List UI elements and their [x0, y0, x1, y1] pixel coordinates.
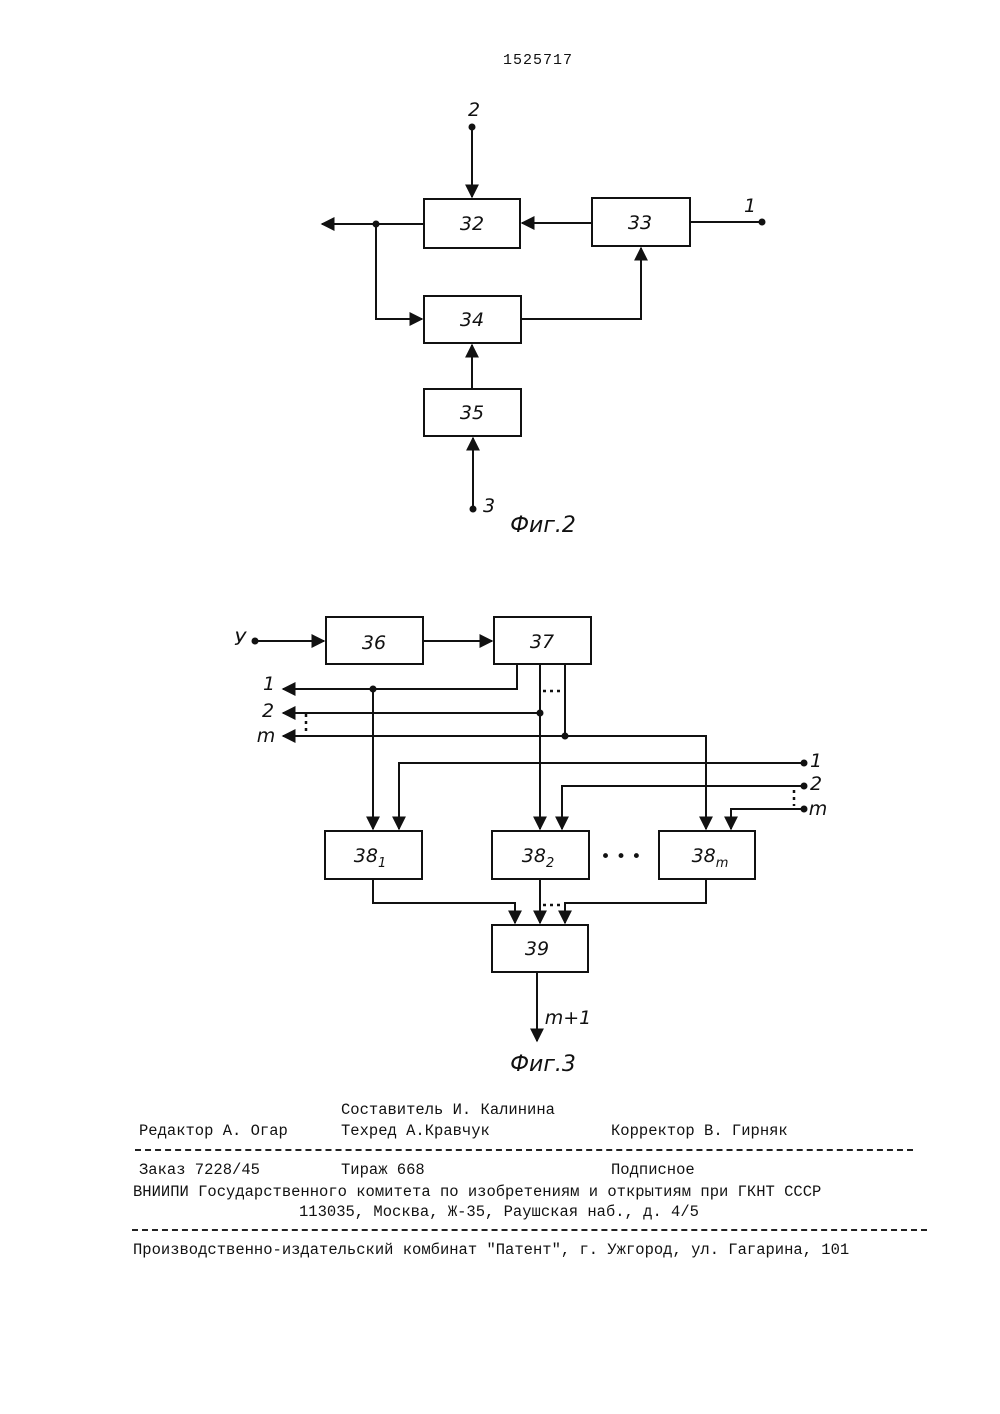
- wire-feedback-to-34: [376, 224, 422, 319]
- imprint-publisher: Производственно-издательский комбинат "П…: [133, 1241, 849, 1259]
- imprint-corrector: Корректор В. Гирняк: [611, 1122, 788, 1140]
- figure-2: 32 33 34 35 2 1 3 Фиг.2: [322, 99, 766, 538]
- pin-1-label: 1: [744, 195, 756, 217]
- wire-right-inm: [731, 809, 804, 829]
- block-34-label: 34: [460, 309, 484, 331]
- wire-right-in1: [399, 763, 804, 829]
- imprint-circulation: Тираж 668: [341, 1161, 425, 1179]
- block-35-label: 35: [460, 402, 484, 424]
- left-pin-m: m: [257, 725, 276, 747]
- pin-3-label: 3: [483, 495, 495, 517]
- pin-u-label: У: [234, 628, 247, 650]
- imprint-compiler: Составитель И. Калинина: [341, 1101, 555, 1119]
- imprint-subscription: Подписное: [611, 1161, 695, 1179]
- block-37-label: 37: [530, 631, 554, 653]
- wire-38-m-to-39: [565, 879, 706, 923]
- right-pin-2: 2: [810, 773, 822, 795]
- right-pin-1: 1: [810, 750, 822, 772]
- block-39-label: 39: [525, 938, 549, 960]
- left-pin-2: 2: [262, 700, 274, 722]
- block-38-1-label: 381: [354, 845, 386, 871]
- wire-37-out1: [283, 664, 517, 689]
- imprint-order: Заказ 7228/45: [139, 1161, 260, 1179]
- pin-2-label: 2: [468, 99, 480, 121]
- imprint-address: 113035, Москва, Ж-35, Раушская наб., д. …: [299, 1203, 699, 1221]
- wire-tap-m: [565, 736, 706, 829]
- wire-34-to-33: [521, 248, 641, 319]
- fig2-caption: Фиг.2: [510, 513, 576, 538]
- block-38-2-label: 382: [522, 845, 554, 871]
- block-38-m-label: 38m: [692, 845, 729, 871]
- wire-right-in2: [562, 786, 804, 829]
- wire-38-1-to-39: [373, 879, 515, 923]
- left-pin-1: 1: [263, 673, 275, 695]
- output-pin-label: m+1: [545, 1007, 592, 1029]
- imprint-organization: ВНИИПИ Государственного комитета по изоб…: [133, 1183, 821, 1201]
- wire-37-outm: [283, 664, 565, 736]
- ellipsis-38: • • •: [601, 847, 642, 867]
- imprint-techred: Техред А.Кравчук: [341, 1122, 490, 1140]
- imprint-editor: Редактор А. Огар: [139, 1122, 288, 1140]
- right-pin-m: m: [809, 798, 828, 820]
- block-36-label: 36: [362, 632, 386, 654]
- figure-3: 36 37 381 382 38m 39 У 1 2 m: [234, 617, 827, 1077]
- fig3-caption: Фиг.3: [510, 1052, 576, 1077]
- imprint-divider-bottom: [132, 1229, 927, 1231]
- block-32-label: 32: [460, 213, 484, 235]
- imprint-divider-top: [135, 1149, 913, 1151]
- block-33-label: 33: [628, 212, 652, 234]
